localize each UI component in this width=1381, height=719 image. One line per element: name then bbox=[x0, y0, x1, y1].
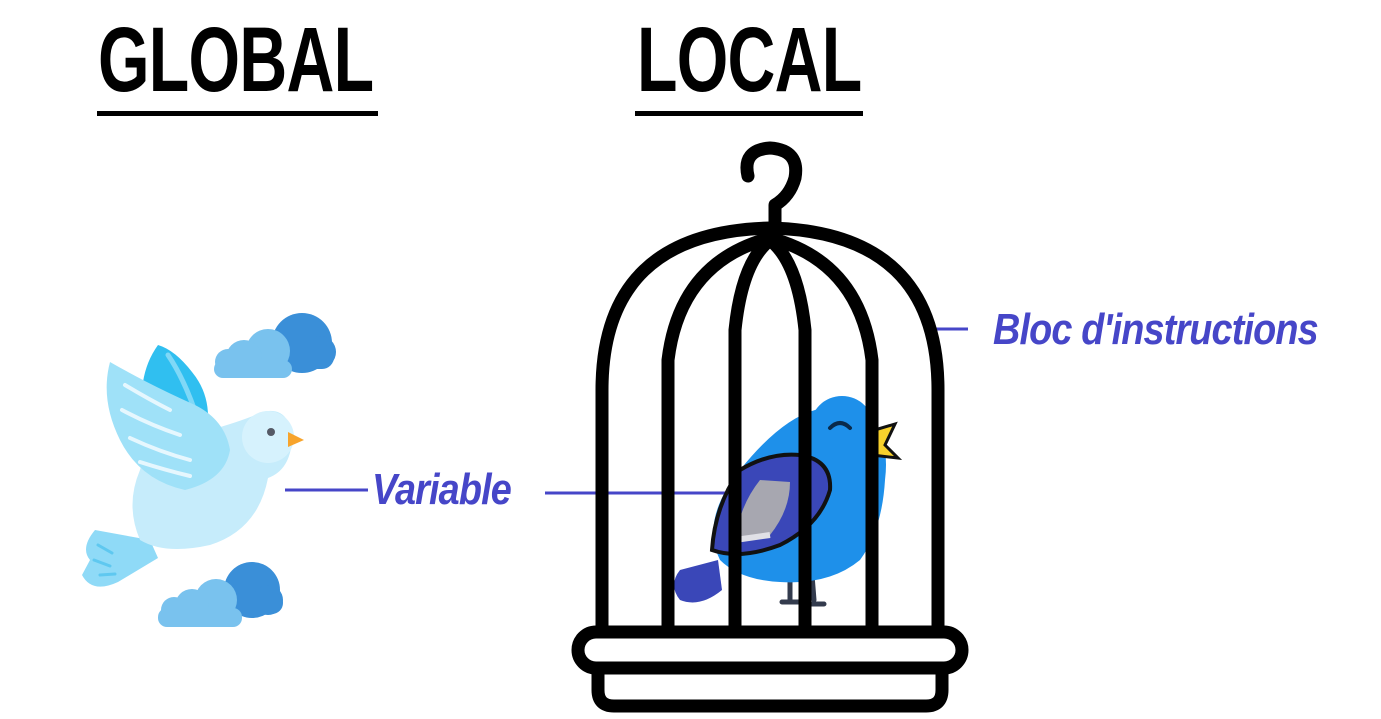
global-heading: GLOBAL bbox=[98, 9, 374, 111]
variable-label: Variable bbox=[372, 465, 512, 514]
birdcage-icon bbox=[571, 141, 969, 713]
caged-bird-icon bbox=[674, 396, 903, 607]
local-heading: LOCAL bbox=[637, 9, 862, 111]
cloud-icon bbox=[214, 313, 336, 378]
cloud-icon bbox=[158, 562, 283, 627]
global-heading-underline bbox=[97, 111, 378, 116]
flying-dove-icon bbox=[82, 345, 304, 587]
block-label: Bloc d'instructions bbox=[993, 305, 1319, 354]
local-heading-underline bbox=[635, 111, 863, 116]
